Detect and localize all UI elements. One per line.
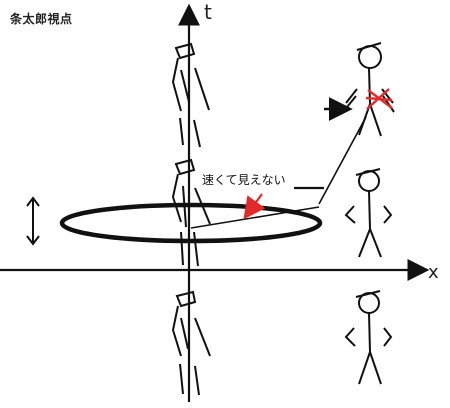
time-axis-label: t	[204, 0, 212, 24]
stick-figure-icon	[326, 42, 395, 137]
space-axis-label: x	[428, 262, 439, 283]
stick-figure-icon	[171, 42, 210, 148]
speed-annotation: 速くて見えない	[202, 173, 286, 187]
diagonal-path-line	[318, 116, 367, 205]
ring-radius-line	[190, 206, 320, 229]
ring-icon	[59, 202, 323, 244]
stick-figure-icon	[344, 168, 393, 258]
red-mark-icon	[365, 88, 393, 110]
stick-figure-icon	[344, 290, 393, 385]
double-arrow-vertical-icon	[26, 196, 40, 246]
stick-figure-icon	[171, 158, 211, 267]
red-annotation-arrow	[243, 193, 266, 220]
diagram-title: 条太郎視点	[10, 12, 73, 26]
stick-figure-icon	[171, 290, 211, 396]
